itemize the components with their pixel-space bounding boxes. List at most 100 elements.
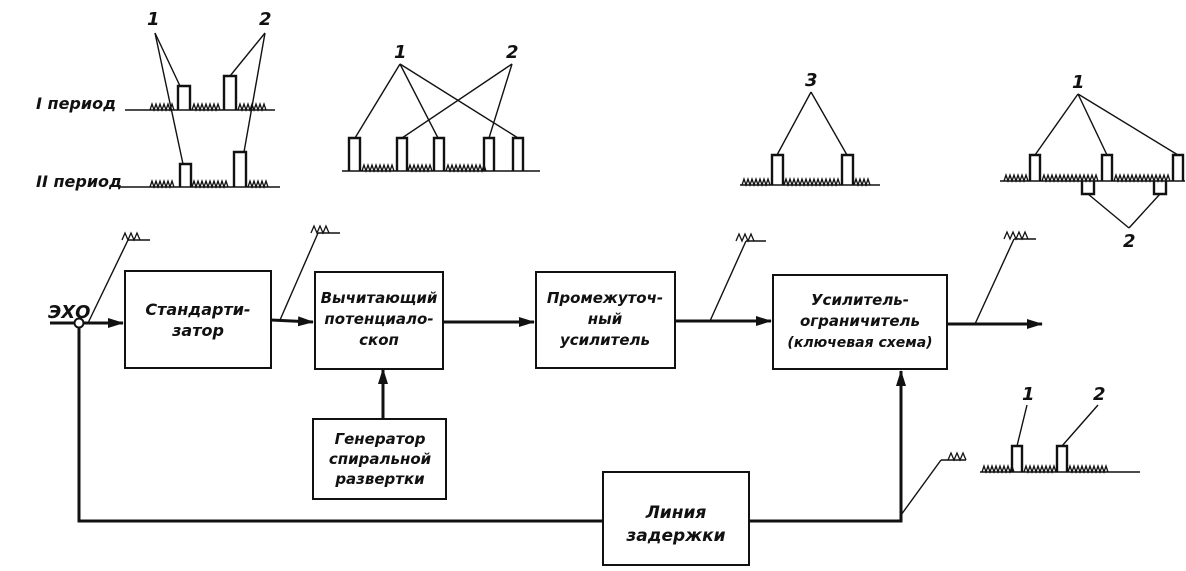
limiter-pulse-up-3 (1171, 153, 1185, 181)
leader-p2a (401, 63, 513, 139)
intermediate-amplifier-line-2: ный (588, 310, 623, 328)
leader-2b (243, 32, 266, 153)
leader-p2b (488, 63, 513, 139)
limiting-amplifier-line-2: ограничитель (800, 312, 920, 330)
delay-marker-2: 2 (1093, 384, 1106, 405)
signal-path: ЭХО (48, 224, 1043, 523)
potentialoscope-pulse-5 (511, 136, 525, 171)
delay-noise (981, 463, 1109, 475)
leader-l1b (1077, 93, 1108, 156)
standardizer-block: Стандарти- затор (124, 270, 272, 369)
period-2-label: II период (36, 172, 122, 191)
tap-amplifier-sample (735, 232, 755, 243)
potentialoscope-box (314, 271, 444, 370)
period-waveforms: I период II период 1 2 (36, 9, 280, 191)
leader-l1c (1077, 93, 1179, 156)
potentialoscope-noise (361, 162, 487, 174)
delay-output-waveform: 1 2 (980, 384, 1140, 475)
tap-standardizer (279, 232, 319, 321)
leader-p1c (399, 63, 519, 139)
potentialoscope-line-3: скоп (359, 331, 399, 349)
delay-pulse-1 (1010, 444, 1024, 472)
potentialoscope-pulse-2 (395, 136, 409, 171)
spiral-sweep-generator-line-1: Генератор (335, 430, 426, 448)
tap-amplifier (709, 240, 747, 322)
period-1-noise (149, 101, 267, 113)
spiral-sweep-generator-box (312, 418, 447, 500)
tap-delay (900, 459, 942, 516)
limiting-amplifier-box (772, 274, 948, 370)
period-marker-2: 2 (259, 9, 272, 30)
amplifier-marker-3: 3 (805, 70, 818, 91)
amplifier-output-waveform: 3 (740, 70, 880, 188)
leader-2a (229, 32, 266, 77)
potentialoscope-line-1: Вычитающий (321, 289, 438, 307)
tap-echo (87, 239, 129, 324)
tap-limiter-sample (1003, 230, 1029, 241)
tap-echo-sample (121, 231, 141, 242)
tap-limiter (974, 238, 1015, 325)
wire-feedback-to-delay (77, 327, 603, 523)
intermediate-amplifier-line-3: усилитель (560, 331, 650, 349)
standardizer-line-1: Стандарти- (145, 300, 250, 319)
leader-a3a (776, 91, 812, 156)
tap-delay-sample (947, 451, 967, 462)
wire-delay-to-limiter (749, 370, 906, 523)
limiter-marker-1: 1 (1072, 72, 1085, 93)
leader-1b (154, 32, 184, 165)
amplifier-pulse-2 (840, 153, 855, 185)
limiting-amplifier-line-1: Усилитель- (811, 291, 909, 309)
limiter-pulse-down-2 (1152, 181, 1168, 196)
potentialoscope-block: Вычитающий потенциало- скоп (314, 271, 444, 370)
period-1-pulse-1 (176, 84, 192, 110)
leader-l2b (1128, 193, 1161, 229)
leader-p1a (354, 63, 401, 139)
delay-line-line-1: Линия (645, 503, 707, 523)
leader-a3b (810, 91, 848, 156)
intermediate-amplifier-block: Промежуточ- ный усилитель (535, 271, 676, 369)
intermediate-amplifier-box (535, 271, 676, 369)
delay-marker-1: 1 (1022, 384, 1035, 405)
spiral-sweep-generator-line-2: спиральной (329, 450, 432, 468)
leader-d2 (1061, 404, 1099, 447)
period-2-noise (149, 178, 269, 190)
delay-line-block: Линия задержки (602, 471, 750, 566)
potentialoscope-output-waveform: 1 2 (342, 42, 540, 174)
potentialoscope-marker-2: 2 (506, 42, 519, 63)
potentialoscope-pulse-4 (482, 136, 496, 171)
spiral-sweep-generator-line-3: развертки (334, 470, 425, 488)
leader-l2a (1087, 193, 1130, 229)
leader-1a (154, 32, 181, 87)
period-1-label: I период (36, 94, 116, 113)
leader-p1b (399, 63, 439, 139)
delay-line-line-2: задержки (625, 526, 725, 546)
amplifier-pulse-1 (770, 153, 785, 185)
limiter-noise (1003, 172, 1171, 184)
amplifier-noise (741, 176, 871, 188)
leader-l1a (1034, 93, 1079, 156)
tap-standardizer-sample (310, 224, 330, 235)
intermediate-amplifier-line-1: Промежуточ- (547, 289, 663, 307)
spiral-sweep-generator-block: Генератор спиральной развертки (312, 418, 447, 500)
potentialoscope-marker-1: 1 (394, 42, 407, 63)
limiter-output-waveform: 1 2 (1000, 72, 1185, 252)
limiting-amplifier-line-3: (ключевая схема) (787, 335, 932, 351)
branch-node (73, 317, 85, 329)
standardizer-line-2: затор (171, 321, 224, 340)
wire-standardizer-to-potentialoscope (270, 316, 314, 327)
limiter-pulse-down-1 (1080, 181, 1096, 196)
period-2-pulse-1 (178, 162, 193, 187)
leader-d1 (1016, 404, 1028, 447)
potentialoscope-pulse-1 (347, 136, 362, 171)
period-2-pulse-2 (232, 150, 248, 187)
limiting-amplifier-block: Усилитель- ограничитель (ключевая схема) (772, 274, 948, 370)
period-1-pulse-2 (222, 74, 238, 110)
potentialoscope-pulse-3 (432, 136, 446, 171)
period-marker-1: 1 (147, 9, 160, 30)
limiter-pulse-up-2 (1100, 153, 1114, 181)
potentialoscope-line-2: потенциало- (324, 310, 433, 328)
delay-pulse-2 (1055, 444, 1069, 472)
limiter-marker-2: 2 (1123, 231, 1136, 252)
limiter-pulse-up-1 (1028, 153, 1042, 181)
